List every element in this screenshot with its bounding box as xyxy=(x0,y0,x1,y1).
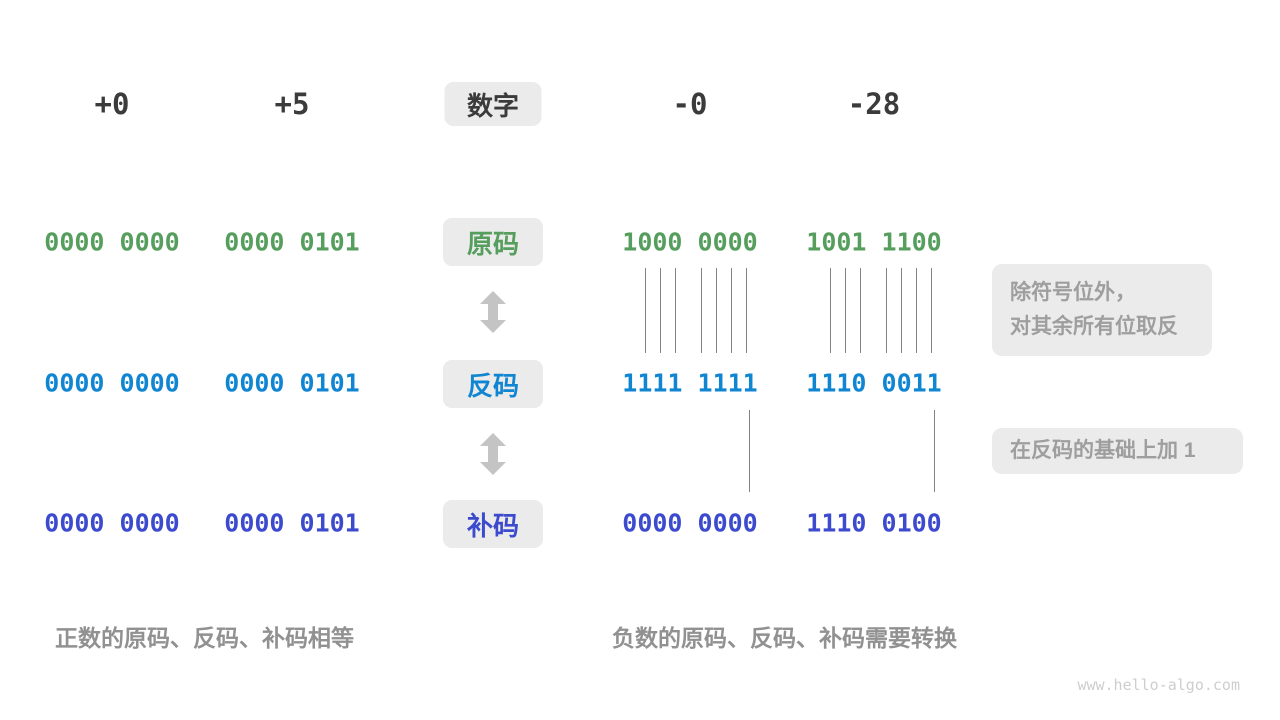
bit-mapping-line xyxy=(746,268,747,353)
caption-positive-numbers: 正数的原码、反码、补码相等 xyxy=(55,625,354,651)
header-value-neg-28: -28 xyxy=(847,87,901,121)
arrow-head-up xyxy=(480,291,506,304)
bit-mapping-line xyxy=(675,268,676,353)
bit-mapping-line xyxy=(845,268,846,353)
twos-complement-pos-five: 0000 0101 xyxy=(224,508,360,538)
updown-arrow-icon xyxy=(480,433,506,475)
sign-magnitude-neg-28: 1001 1100 xyxy=(806,227,942,257)
bit-mapping-line xyxy=(716,268,717,353)
bit-mapping-line xyxy=(660,268,661,353)
header-value-pos-five: +5 xyxy=(274,87,310,121)
annotation-line: 除符号位外， xyxy=(1010,281,1136,304)
ones-complement-pos-five: 0000 0101 xyxy=(224,368,360,398)
twos-complement-neg-28: 1110 0100 xyxy=(806,508,942,538)
bit-mapping-line xyxy=(901,268,902,353)
bit-mapping-line xyxy=(731,268,732,353)
ones-complement-label: 反码 xyxy=(466,370,519,401)
header-label: 数字 xyxy=(466,90,519,121)
arrow-shaft xyxy=(488,444,498,464)
bit-mapping-line xyxy=(916,268,917,353)
twos-complement-label: 补码 xyxy=(466,510,519,541)
caption-negative-numbers: 负数的原码、反码、补码需要转换 xyxy=(612,625,957,651)
ones-complement-pos-zero: 0000 0000 xyxy=(44,368,180,398)
updown-arrow-icon xyxy=(480,291,506,333)
arrow-head-down xyxy=(480,320,506,333)
bit-mapping-line xyxy=(830,268,831,353)
sign-magnitude-label-box: 原码 xyxy=(443,218,543,266)
twos-complement-pos-zero: 0000 0000 xyxy=(44,508,180,538)
bit-mapping-line xyxy=(886,268,887,353)
annotation-line: 在反码的基础上加 1 xyxy=(1010,439,1196,462)
annotation-invert-bits: 除符号位外， 对其余所有位取反 xyxy=(992,264,1212,356)
ones-complement-neg-28: 1110 0011 xyxy=(806,368,942,398)
ones-complement-label-box: 反码 xyxy=(443,360,543,408)
header-value-neg-zero: -0 xyxy=(672,87,708,121)
twos-complement-neg-zero: 0000 0000 xyxy=(622,508,758,538)
bit-mapping-line xyxy=(931,268,932,353)
annotation-add-one: 在反码的基础上加 1 xyxy=(992,428,1243,474)
bit-mapping-line xyxy=(701,268,702,353)
sign-magnitude-pos-five: 0000 0101 xyxy=(224,227,360,257)
arrow-head-up xyxy=(480,433,506,446)
sign-magnitude-label: 原码 xyxy=(466,228,519,259)
sign-magnitude-pos-zero: 0000 0000 xyxy=(44,227,180,257)
watermark-url: www.hello-algo.com xyxy=(1077,676,1240,694)
bit-mapping-line xyxy=(860,268,861,353)
arrow-shaft xyxy=(488,302,498,322)
header-value-pos-zero: +0 xyxy=(94,87,130,121)
twos-complement-label-box: 补码 xyxy=(443,500,543,548)
sign-magnitude-neg-zero: 1000 0000 xyxy=(622,227,758,257)
bit-mapping-line xyxy=(645,268,646,353)
bit-mapping-line xyxy=(934,410,935,492)
header-label-box: 数字 xyxy=(444,82,542,126)
annotation-line: 对其余所有位取反 xyxy=(1010,315,1178,338)
arrow-head-down xyxy=(480,462,506,475)
ones-complement-neg-zero: 1111 1111 xyxy=(622,368,758,398)
bit-mapping-line xyxy=(749,410,750,492)
